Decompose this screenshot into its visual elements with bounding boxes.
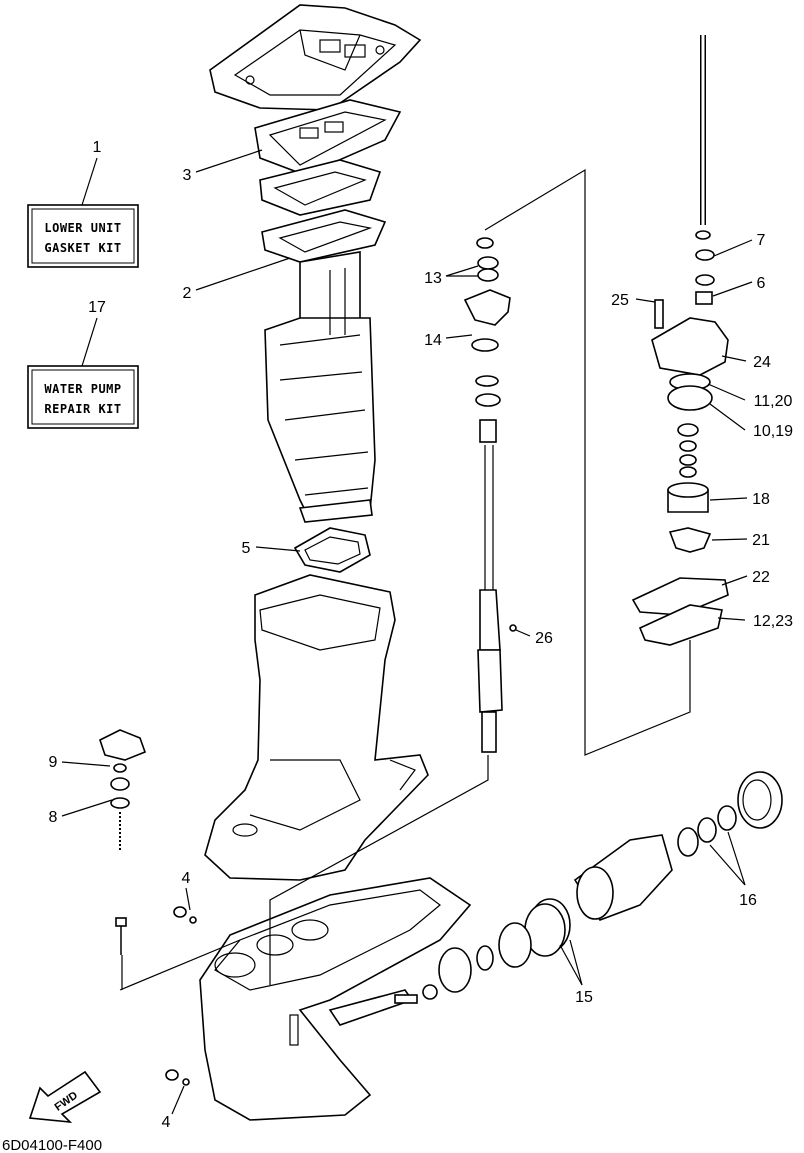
gasket-3 xyxy=(254,99,402,176)
callout-25: 25 xyxy=(611,292,629,309)
callout-24: 24 xyxy=(753,354,771,371)
leader-6 xyxy=(712,281,753,297)
leader-22 xyxy=(721,575,748,586)
callout-2: 2 xyxy=(183,285,192,302)
connection-lines xyxy=(119,168,691,991)
drive-shaft-assembly xyxy=(463,237,517,753)
upper-casing-top-plate xyxy=(209,4,422,111)
kit-17-line2: REPAIR KIT xyxy=(44,402,121,416)
oil-seal-8 xyxy=(110,777,130,850)
callout-6: 6 xyxy=(757,275,766,292)
callout-16: 16 xyxy=(739,892,757,909)
callout-15: 15 xyxy=(575,989,593,1006)
leader-15b xyxy=(569,939,583,986)
callout-12-23: 12,23 xyxy=(753,613,793,630)
leader-10-19 xyxy=(709,403,746,431)
upper-casing xyxy=(204,574,429,881)
leader-14 xyxy=(445,334,473,339)
leader-16a xyxy=(727,831,746,886)
callout-14: 14 xyxy=(424,332,442,349)
leader-18 xyxy=(709,497,748,501)
callout-4-upper: 4 xyxy=(182,870,191,887)
callout-18: 18 xyxy=(752,491,770,508)
upper-plate-2 xyxy=(259,159,382,216)
callout-13: 13 xyxy=(424,270,442,287)
leader-1 xyxy=(81,157,98,206)
leader-25 xyxy=(635,298,656,303)
kit-box-lower-unit-gasket: LOWER UNIT GASKET KIT xyxy=(27,204,139,268)
bolt-left xyxy=(115,917,127,955)
callout-9: 9 xyxy=(49,754,58,771)
water-pump-assembly xyxy=(631,35,729,646)
leader-15a xyxy=(559,944,583,986)
callout-10-19: 10,19 xyxy=(753,423,793,440)
callout-22: 22 xyxy=(752,569,770,586)
leader-21 xyxy=(711,538,748,541)
callout-3: 3 xyxy=(183,167,192,184)
leader-8 xyxy=(61,799,113,817)
exhaust-guide-block xyxy=(264,251,376,523)
leader-2 xyxy=(195,257,291,291)
leader-26 xyxy=(515,629,531,637)
drain-plug-upper xyxy=(173,906,197,924)
callout-26: 26 xyxy=(535,630,553,647)
leader-7 xyxy=(713,239,753,257)
callout-1: 1 xyxy=(93,139,102,156)
kit-1-line1: LOWER UNIT xyxy=(44,221,121,235)
callout-17: 17 xyxy=(88,299,106,316)
drain-plug-lower xyxy=(165,1069,190,1086)
leader-24 xyxy=(721,355,747,362)
diagram-code: 6D04100-F400 xyxy=(2,1137,102,1153)
fwd-arrow-icon: FWD xyxy=(28,1070,102,1124)
leader-12-23 xyxy=(717,617,746,621)
leader-13a xyxy=(445,265,479,277)
leader-5 xyxy=(255,546,301,552)
gasket-2 xyxy=(261,209,387,263)
leader-4-upper xyxy=(185,887,191,911)
kit-17-line1: WATER PUMP xyxy=(44,382,121,396)
callout-7: 7 xyxy=(757,232,766,249)
callout-5: 5 xyxy=(242,540,251,557)
gasket-5 xyxy=(293,527,371,573)
leader-9 xyxy=(61,761,111,767)
leader-16b xyxy=(709,844,746,886)
leader-17 xyxy=(81,317,98,367)
kit-1-line2: GASKET KIT xyxy=(44,241,121,255)
leader-11-20 xyxy=(707,383,746,401)
leader-4-lower xyxy=(171,1085,185,1115)
callout-4-lower: 4 xyxy=(162,1114,171,1131)
callout-21: 21 xyxy=(752,532,770,549)
callout-11-20: 11,20 xyxy=(754,393,793,410)
kit-box-water-pump-repair: WATER PUMP REPAIR KIT xyxy=(27,365,139,429)
shift-rod-bracket-9 xyxy=(99,729,147,773)
callout-8: 8 xyxy=(49,809,58,826)
propeller-shaft-housing xyxy=(394,771,783,1004)
leader-3 xyxy=(195,149,263,173)
